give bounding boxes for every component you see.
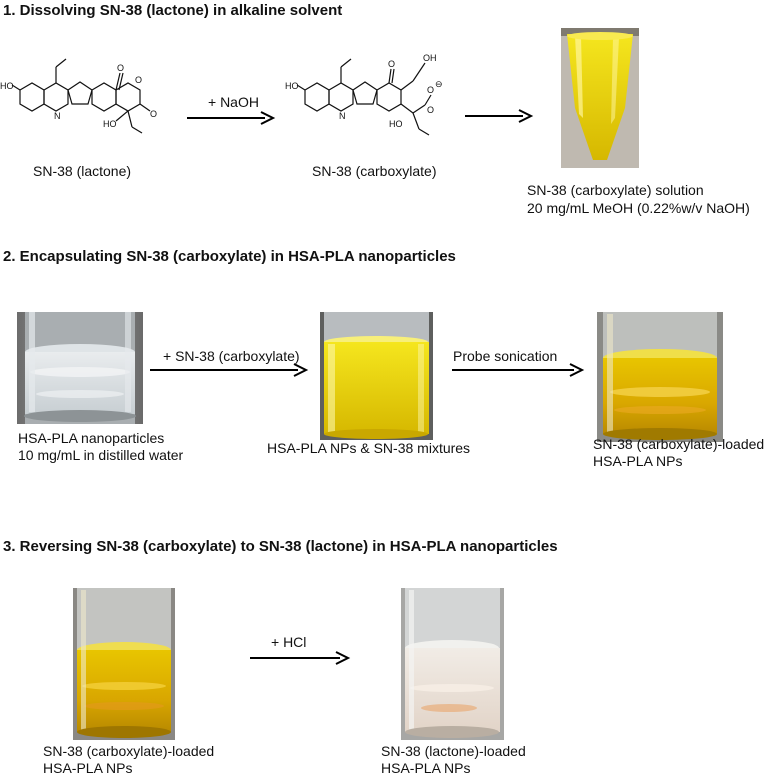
naoh-arrow-label: + NaOH xyxy=(208,94,259,110)
hcl-arrow xyxy=(250,651,351,665)
vial3-label-line2: HSA-PLA NPs xyxy=(593,453,683,469)
dissolve-arrow xyxy=(465,109,534,123)
ho-atom: HO xyxy=(103,119,117,129)
hsa-pla-np-vial-photo xyxy=(17,312,143,424)
carboxylate-solution-photo xyxy=(561,28,639,168)
hcl-arrow-label: + HCl xyxy=(271,634,307,650)
section2-heading: 2. Encapsulating SN-38 (carboxylate) in … xyxy=(3,248,456,265)
o-atom: O xyxy=(388,59,395,69)
s3-vial1-label-line2: HSA-PLA NPs xyxy=(43,760,133,776)
o-atom: O xyxy=(150,109,157,119)
section1-heading: 1. Dissolving SN-38 (lactone) in alkalin… xyxy=(3,2,343,19)
negative-charge: ⊖ xyxy=(435,79,443,89)
s3-vial2-label-line2: HSA-PLA NPs xyxy=(381,760,471,776)
ho-atom: HO xyxy=(285,81,299,91)
naoh-arrow xyxy=(187,111,276,125)
ho-atom: HO xyxy=(389,119,403,129)
mol1-label: SN-38 (lactone) xyxy=(33,163,132,179)
add-sn38-arrow-label: + SN-38 (carboxylate) xyxy=(163,348,300,364)
vial1-label-line1: HSA-PLA nanoparticles xyxy=(18,430,165,446)
ho-atom: HO xyxy=(0,81,14,91)
o-atom: O xyxy=(135,75,142,85)
add-sn38-arrow xyxy=(150,363,309,377)
vial3-label-line1: SN-38 (carboxylate)-loaded xyxy=(593,436,764,452)
oh-atom: OH xyxy=(423,53,437,63)
o-atom: O xyxy=(427,105,434,115)
solution-label-line1: SN-38 (carboxylate) solution xyxy=(527,182,704,198)
s3-vial1-label-line1: SN-38 (carboxylate)-loaded xyxy=(43,743,215,759)
sonication-arrow xyxy=(452,363,585,377)
vial1-label-line2: 10 mg/mL in distilled water xyxy=(18,447,184,463)
solution-label-line2: 20 mg/mL MeOH (0.22%w/v NaOH) xyxy=(527,200,750,216)
carboxylate-loaded-np-photo xyxy=(597,312,723,442)
vial2-label: HSA-PLA NPs & SN-38 mixtures xyxy=(267,440,471,456)
lactone-loaded-np-photo xyxy=(401,588,504,740)
s3-vial2-label-line1: SN-38 (lactone)-loaded xyxy=(381,743,526,759)
sn38-carboxylate-structure: HO N O OH O ⊖ O HO xyxy=(285,53,443,136)
o-atom: O xyxy=(427,85,434,95)
n-atom: N xyxy=(54,111,61,121)
section3-heading: 3. Reversing SN-38 (carboxylate) to SN-3… xyxy=(3,538,558,555)
carboxylate-loaded-np-photo-2 xyxy=(73,588,175,740)
np-sn38-mixture-photo xyxy=(320,312,433,440)
mol2-label: SN-38 (carboxylate) xyxy=(312,163,437,179)
sn38-lactone-structure: HO N O O O HO xyxy=(0,58,157,134)
sonication-arrow-label: Probe sonication xyxy=(453,348,558,364)
o-atom: O xyxy=(117,63,124,73)
n-atom: N xyxy=(339,111,346,121)
